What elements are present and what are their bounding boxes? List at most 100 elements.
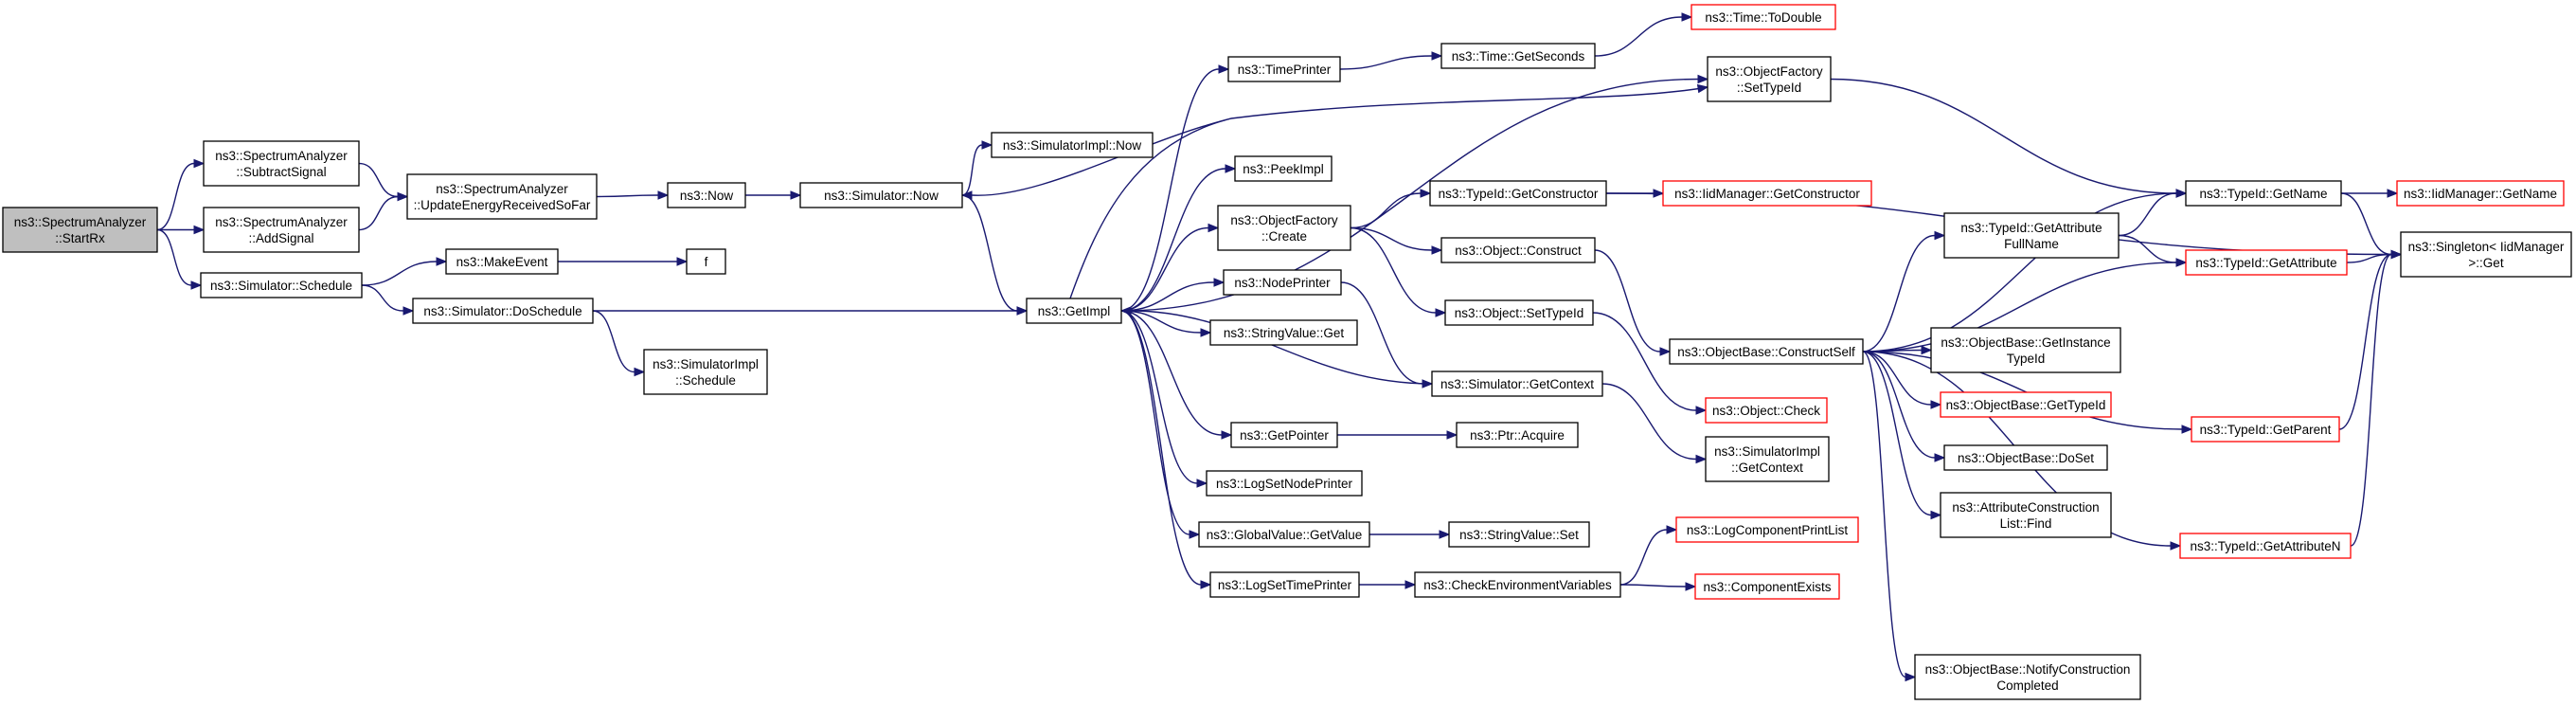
node-logcomponent[interactable]: ns3::LogComponentPrintList: [1675, 516, 1859, 543]
node-startrx[interactable]: ns3::SpectrumAnalyzer::StartRx: [2, 207, 158, 253]
node-label: ns3::Ptr::Acquire: [1470, 428, 1565, 443]
edge-line: [1350, 192, 1422, 229]
edge-line: [1830, 78, 2177, 194]
edge-now-to-simnow: [745, 190, 802, 200]
node-subtract[interactable]: ns3::SpectrumAnalyzer::SubtractSignal: [203, 140, 360, 187]
edge-schedule-to-doschedule: [361, 284, 415, 316]
node-schedule[interactable]: ns3::Simulator::Schedule: [200, 272, 363, 298]
node-getattributen[interactable]: ns3::TypeId::GetAttributeN: [2179, 533, 2352, 559]
node-box: [1707, 56, 1832, 102]
node-iidgetconstructor[interactable]: ns3::IidManager::GetConstructor: [1662, 180, 1872, 207]
node-svget[interactable]: ns3::StringValue::Get: [1209, 319, 1358, 346]
node-doschedule[interactable]: ns3::Simulator::DoSchedule: [412, 298, 594, 324]
node-objconstruct[interactable]: ns3::Object::Construct: [1440, 237, 1596, 263]
edge-getname-to-iidgetname: [2341, 189, 2399, 198]
node-box: [1230, 422, 1338, 448]
node-simnow[interactable]: ns3::Simulator::Now: [799, 182, 963, 208]
node-getparent[interactable]: ns3::TypeId::GetParent: [2191, 416, 2340, 443]
node-update[interactable]: ns3::SpectrumAnalyzer::UpdateEnergyRecei…: [406, 173, 598, 220]
node-getattribute[interactable]: ns3::TypeId::GetAttribute: [2185, 249, 2348, 276]
node-simgetcontext[interactable]: ns3::Simulator::GetContext: [1431, 371, 1603, 397]
edge-arrowhead: [1930, 400, 1942, 409]
node-getpointer[interactable]: ns3::GetPointer: [1230, 422, 1338, 448]
node-label: ns3::Simulator::Schedule: [210, 279, 352, 293]
node-label: ns3::SimulatorImpl::Now: [1003, 138, 1142, 153]
node-box: [200, 272, 363, 298]
edge-getattrfullname-to-getattribute: [2118, 234, 2188, 267]
node-iidgetname[interactable]: ns3::IidManager::GetName: [2396, 180, 2565, 207]
node-makeevent[interactable]: ns3::MakeEvent: [445, 248, 559, 275]
node-svset[interactable]: ns3::StringValue::Set: [1448, 521, 1590, 548]
node-ptracquire[interactable]: ns3::Ptr::Acquire: [1456, 422, 1579, 448]
edge-line: [2118, 192, 2177, 237]
node-label: ns3::GetImpl: [1038, 304, 1111, 318]
node-compexists[interactable]: ns3::ComponentExists: [1694, 573, 1840, 600]
edge-arrowhead: [1685, 582, 1697, 591]
node-label: ns3::Simulator::Now: [824, 189, 939, 203]
node-box: [643, 349, 768, 395]
node-doset[interactable]: ns3::ObjectBase::DoSet: [1943, 444, 2108, 471]
node-singletonget[interactable]: ns3::Singleton< IidManager >::Get: [2400, 231, 2572, 278]
node-checkenv[interactable]: ns3::CheckEnvironmentVariables: [1414, 571, 1621, 598]
node-label: ns3::ObjectBase::DoSet: [1958, 451, 2094, 465]
edge-arrowhead: [1420, 189, 1432, 198]
node-box: [1223, 269, 1342, 296]
edge-arrowhead: [634, 367, 646, 377]
edge-arrowhead: [1016, 306, 1029, 316]
edge-simgetcontext-to-getimpl: [1119, 306, 1433, 385]
node-box: [2396, 180, 2565, 207]
edge-arrowhead: [1681, 12, 1693, 22]
edge-arrowhead: [1439, 530, 1451, 539]
node-logsettime[interactable]: ns3::LogSetTimePrinter: [1209, 571, 1360, 598]
node-ofcreate[interactable]: ns3::ObjectFactory::Create: [1217, 205, 1351, 251]
node-getname[interactable]: ns3::TypeId::GetName: [2185, 180, 2342, 207]
node-getimpl[interactable]: ns3::GetImpl: [1026, 298, 1122, 324]
node-ofsettypeid[interactable]: ns3::ObjectFactory::SetTypeId: [1707, 56, 1832, 102]
node-box: [1930, 327, 2121, 373]
node-now[interactable]: ns3::Now: [667, 182, 746, 208]
node-label: ::GetContext: [1731, 461, 1803, 475]
node-label: ns3::ObjectBase::ConstructSelf: [1677, 345, 1855, 359]
edge-update-to-now: [596, 190, 670, 200]
edge-line: [971, 118, 1232, 196]
edge-schedule-to-makeevent: [361, 257, 448, 286]
node-label: ns3::SpectrumAnalyzer: [215, 215, 348, 229]
node-box: [1694, 573, 1840, 600]
node-timeprinter[interactable]: ns3::TimePrinter: [1227, 56, 1341, 82]
node-objcheck[interactable]: ns3::Object::Check: [1705, 397, 1828, 424]
edge-getname-to-singletonget: [2340, 192, 2403, 260]
edge-line: [156, 162, 195, 231]
node-nodeprinter[interactable]: ns3::NodePrinter: [1223, 269, 1342, 296]
node-box: [1198, 521, 1370, 548]
node-box: [799, 182, 963, 208]
node-box: [1943, 444, 2108, 471]
node-constructself[interactable]: ns3::ObjectBase::ConstructSelf: [1669, 338, 1864, 365]
edge-getimpl-to-gvgetvalue: [1120, 310, 1201, 539]
node-gvgetvalue[interactable]: ns3::GlobalValue::GetValue: [1198, 521, 1370, 548]
node-implschedule[interactable]: ns3::SimulatorImpl::Schedule: [643, 349, 768, 395]
node-logsetnode[interactable]: ns3::LogSetNodePrinter: [1206, 470, 1363, 497]
node-label: ns3::Singleton< IidManager: [2408, 240, 2565, 254]
edge-line: [1120, 310, 1190, 535]
node-f[interactable]: f: [686, 248, 726, 275]
node-getconstructor[interactable]: ns3::TypeId::GetConstructor: [1429, 180, 1607, 207]
node-label: ns3::CheckEnvironmentVariables: [1423, 578, 1612, 592]
node-obgettypeid[interactable]: ns3::ObjectBase::GetTypeId: [1940, 391, 2112, 418]
node-implgetcontext[interactable]: ns3::SimulatorImpl::GetContext: [1705, 436, 1830, 482]
edge-line: [1862, 192, 2177, 352]
edge-arrowhead: [1189, 530, 1201, 539]
node-box: [991, 132, 1154, 158]
node-notify[interactable]: ns3::ObjectBase::NotifyConstructionCompl…: [1914, 654, 2141, 700]
node-peekimpl[interactable]: ns3::PeekImpl: [1234, 155, 1333, 182]
node-getseconds[interactable]: ns3::Time::GetSeconds: [1440, 43, 1596, 69]
node-objsettypeid[interactable]: ns3::Object::SetTypeId: [1444, 299, 1594, 326]
edge-arrowhead: [1695, 406, 1708, 415]
node-addsignal[interactable]: ns3::SpectrumAnalyzer::AddSignal: [203, 207, 360, 253]
edge-getparent-to-singletonget: [2338, 249, 2403, 430]
edge-line: [1862, 262, 2177, 352]
node-implnow[interactable]: ns3::SimulatorImpl::Now: [991, 132, 1154, 158]
node-todouble[interactable]: ns3::Time::ToDouble: [1690, 4, 1836, 30]
